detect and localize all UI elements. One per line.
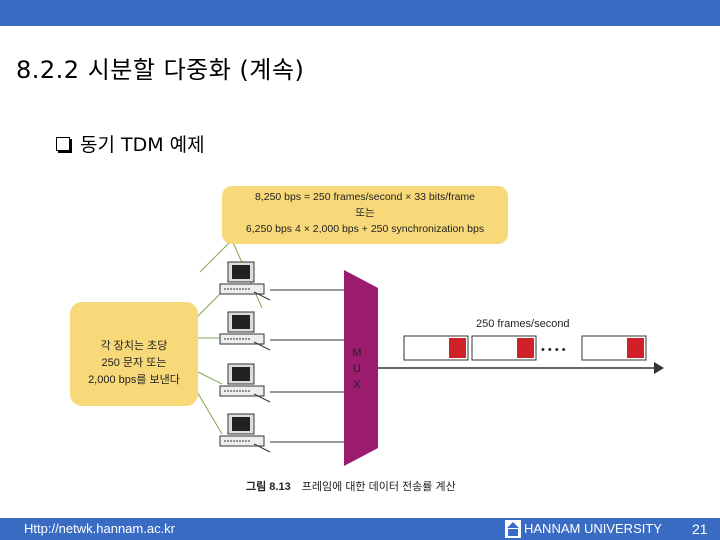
- header-bar: [0, 0, 720, 26]
- figure-caption: 그림 8.13 프레임에 대한 데이터 전송률 계산: [246, 478, 456, 494]
- bullet-text: 동기 TDM 예제: [80, 134, 205, 156]
- output-arrow-icon: [654, 362, 664, 374]
- formula-line-2: 또는: [355, 207, 375, 219]
- note-line-2: 250 문자 또는: [101, 357, 167, 369]
- mux-letter-m: M: [352, 347, 361, 359]
- mux-letter-u: U: [353, 363, 361, 375]
- bullet-item: 동기 TDM 예제: [56, 130, 205, 157]
- footer-university-name: HANNAM UNIVERSITY: [524, 521, 662, 536]
- frame-2: [471, 335, 537, 361]
- frame-rate-label: 250 frames/second: [476, 318, 570, 330]
- device-rate-callout: 각 장치는 초당 250 문자 또는 2,000 bps를 보낸다: [70, 302, 198, 406]
- computer-2-icon: [219, 311, 271, 351]
- frame-3: [581, 335, 647, 361]
- figure-number: 그림 8.13: [246, 481, 291, 493]
- frame-1: [403, 335, 469, 361]
- computer-3-icon: [219, 363, 271, 403]
- mux-letter-x: X: [353, 379, 361, 391]
- mux-block: [344, 270, 378, 466]
- checkbox-bullet-icon: [56, 136, 70, 151]
- formula-callout: 8,250 bps = 250 frames/second × 33 bits/…: [222, 186, 508, 244]
- frame-ellipsis: • • • •: [541, 344, 566, 356]
- computer-1-icon: [219, 261, 271, 301]
- page-number: 21: [692, 521, 708, 537]
- formula-line-3: 6,250 bps 4 × 2,000 bps + 250 synchroniz…: [245, 223, 485, 235]
- footer-bar: [0, 518, 720, 540]
- note-line-3: 2,000 bps를 보낸다: [88, 374, 180, 386]
- computer-4-icon: [219, 413, 271, 453]
- university-logo-icon: [505, 520, 521, 538]
- mux-input-lines: [270, 289, 344, 443]
- slide-title: 8.2.2 시분할 다중화 (계속): [16, 56, 305, 84]
- note-connector-lines: [195, 289, 225, 435]
- footer-url-link[interactable]: Http://netwk.hannam.ac.kr: [24, 521, 176, 536]
- formula-line-1: 8,250 bps = 250 frames/second × 33 bits/…: [254, 191, 476, 203]
- figure-caption-text: 프레임에 대한 데이터 전송률 계산: [301, 481, 456, 493]
- note-line-1: 각 장치는 초당: [100, 340, 168, 352]
